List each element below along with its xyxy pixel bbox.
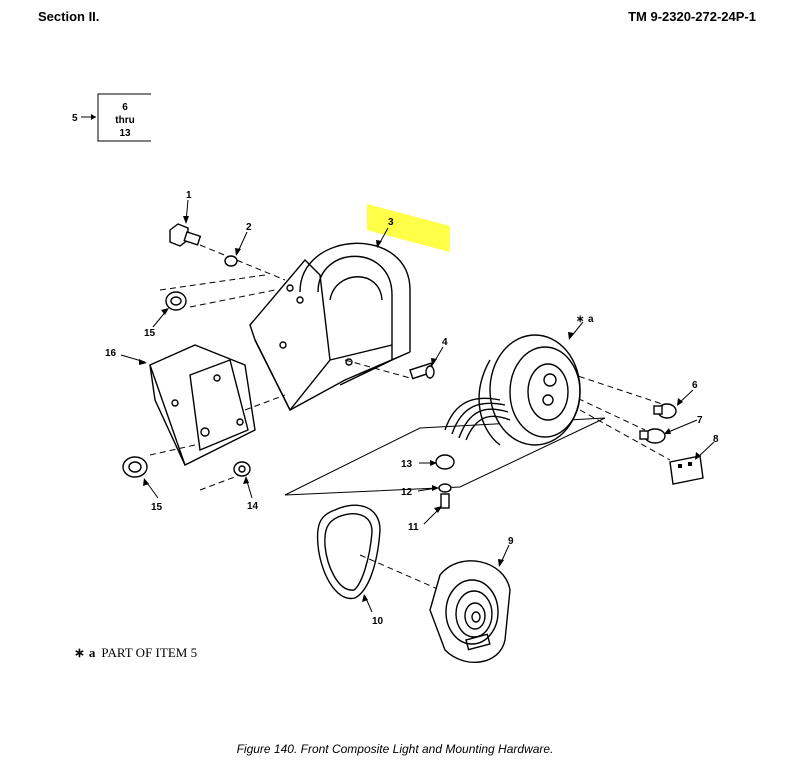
legend: ∗a PART OF ITEM 5 (74, 645, 197, 661)
item-2-washer (224, 255, 238, 267)
wires (444, 397, 511, 441)
legend-sub: a (88, 645, 96, 660)
leader-lines (120, 199, 715, 613)
label-item-14: 14 (247, 501, 259, 512)
item-16-bracket (149, 344, 256, 466)
item-12-washer (438, 483, 452, 493)
label-item-4: 4 (442, 337, 448, 348)
callout-line3: 13 (119, 128, 131, 139)
item-4-screw (409, 362, 435, 380)
item-7-bulb (639, 428, 666, 444)
label-item-a: a (588, 314, 594, 325)
item-3-highlight (367, 204, 450, 252)
label-item-2: 2 (246, 222, 252, 233)
item-14-nut (233, 461, 251, 477)
callout-item: 5 (72, 113, 78, 124)
label-item-16: 16 (105, 348, 117, 359)
label-item-7: 7 (697, 415, 703, 426)
item-15-spacer-top (165, 291, 187, 311)
item-11-screw (440, 493, 450, 509)
label-item-15-bottom: 15 (151, 502, 163, 513)
label-item-12: 12 (401, 487, 413, 498)
arrowheads (139, 216, 701, 602)
label-item-9: 9 (508, 536, 514, 547)
item-6-bulb (653, 403, 677, 419)
label-item-10: 10 (372, 616, 384, 627)
label-item-15-top: 15 (144, 328, 156, 339)
item-13-nut (435, 454, 455, 470)
item-8-connector (669, 455, 704, 485)
callout-box: 5 6 thru 13 (72, 93, 151, 142)
label-item-11: 11 (408, 522, 419, 533)
label-item-1: 1 (186, 190, 192, 201)
exploded-parts-diagram: 5 6 thru 13 (72, 93, 719, 664)
label-star: ∗ (576, 314, 584, 325)
figure-caption: Figure 140. Front Composite Light and Mo… (236, 742, 554, 756)
legend-text: PART OF ITEM 5 (101, 645, 198, 660)
callout-line1: 6 (122, 102, 128, 113)
section-label: Section II. (38, 9, 100, 24)
label-item-6: 6 (692, 380, 698, 391)
item-3-bracket (249, 242, 411, 412)
callout-line2: thru (115, 115, 134, 126)
item-10-gasket (316, 504, 381, 600)
legend-symbol: ∗ (74, 645, 85, 660)
item-15-spacer-bottom (122, 456, 148, 478)
label-item-13: 13 (401, 459, 413, 470)
label-item-3: 3 (388, 217, 394, 228)
item-1-bolt (169, 223, 202, 247)
label-item-8: 8 (713, 434, 719, 445)
item-9-lens (429, 560, 511, 664)
item-5-lamp-housing (478, 334, 581, 446)
tm-number: TM 9-2320-272-24P-1 (628, 9, 756, 24)
